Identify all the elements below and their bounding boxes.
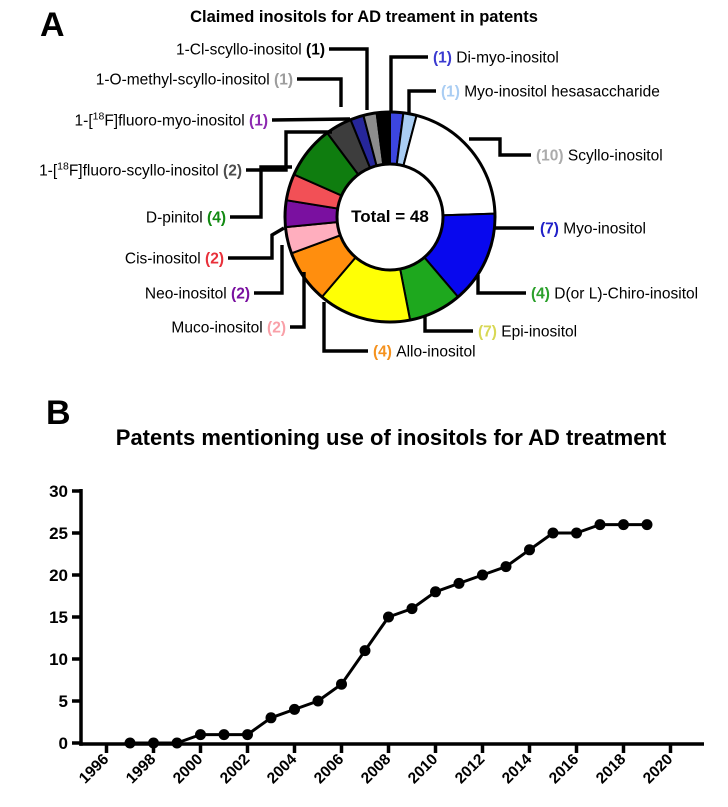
slice-connector-pinitol <box>230 165 292 219</box>
slice-connector-epi <box>423 316 473 333</box>
data-point-2010 <box>430 586 441 598</box>
slice-label-allo: (4) Allo-inositol <box>373 344 476 361</box>
slice-connector-muco <box>290 272 306 329</box>
slice-label-fluoro_myo: 1-[18F]fluoro-myo-inositol (1) <box>75 111 268 130</box>
y-tick-label: 20 <box>49 566 68 585</box>
panel-a-title: Claimed inositols for AD treament in pat… <box>190 8 538 26</box>
x-tick-label: 1998 <box>123 751 160 788</box>
data-point-2015 <box>547 527 559 539</box>
slice-connector-fluoro_scyllo <box>246 130 332 172</box>
slice-label-myo: (7) Myo-inositol <box>540 221 646 238</box>
x-tick-label: 1996 <box>76 751 113 788</box>
slice-label-muco: Muco-inositol (2) <box>171 320 286 337</box>
donut-inner-circle <box>335 162 445 272</box>
y-tick-label: 30 <box>49 482 68 501</box>
y-tick-label: 5 <box>59 692 68 711</box>
slice-label-chiro: (4) D(or L)-Chiro-inositol <box>531 286 698 303</box>
x-tick-label: 2014 <box>499 751 536 788</box>
x-tick-label: 2010 <box>405 751 441 787</box>
data-point-2005 <box>312 695 324 707</box>
trend-line <box>130 523 647 745</box>
data-point-2002 <box>242 729 253 741</box>
data-point-1997 <box>124 737 136 749</box>
y-tick-label: 25 <box>49 524 68 543</box>
y-tick-label: 0 <box>59 734 68 753</box>
x-tick-label: 2020 <box>640 751 676 787</box>
x-tick-label: 2018 <box>593 751 630 788</box>
panel-b-letter: B <box>46 394 71 432</box>
x-tick-label: 2006 <box>311 751 348 788</box>
slice-connector-chiro <box>476 275 526 295</box>
data-point-2017 <box>594 519 606 531</box>
slice-label-scyllo: (10) Scyllo-inositol <box>536 148 663 165</box>
data-point-2004 <box>289 703 300 715</box>
data-point-2008 <box>383 611 394 623</box>
data-point-2011 <box>453 577 465 589</box>
slice-connector-fluoro_myo <box>271 117 351 122</box>
slice-label-fluoro_scyllo: 1-[18F]fluoro-scyllo-inositol (2) <box>39 161 242 180</box>
slice-connector-cis <box>228 226 285 260</box>
slice-label-neo: Neo-inositol (2) <box>145 286 250 303</box>
data-point-2000 <box>195 729 206 741</box>
slice-label-pinitol: D-pinitol (4) <box>146 210 226 227</box>
donut-outer-ring <box>283 110 497 324</box>
slice-label-cis: Cis-inositol (2) <box>125 251 224 268</box>
x-tick-label: 2002 <box>217 751 253 787</box>
data-point-2001 <box>218 729 230 741</box>
slice-connector-allo <box>322 302 368 353</box>
data-point-2013 <box>500 561 512 573</box>
data-point-2006 <box>336 678 347 690</box>
slice-connector-neo <box>254 245 284 295</box>
x-tick-label: 2008 <box>358 751 395 788</box>
data-point-1998 <box>148 737 159 749</box>
donut-chart-svg: (1) Di-myo-inositol (1) Myo-inositol hesa… <box>39 42 698 361</box>
data-point-2014 <box>524 544 535 556</box>
slice-connector-hexasaccharide <box>407 89 436 114</box>
slice-label-epi: (7) Epi-inositol <box>478 324 577 341</box>
slice-label-cl_scyllo: 1-Cl-scyllo-inositol (1) <box>176 42 325 59</box>
donut-center-label: Total = 48 <box>351 207 429 226</box>
panel-b-title: Patents mentioning use of inositols for … <box>115 425 667 450</box>
x-tick-label: 2004 <box>264 751 301 788</box>
slice-label-di_myo: (1) Di-myo-inositol <box>433 50 559 67</box>
y-tick-label: 10 <box>49 650 68 669</box>
y-tick-label: 15 <box>49 608 68 627</box>
slice-connector-cl_scyllo <box>329 47 369 110</box>
data-point-2016 <box>571 527 582 539</box>
data-point-2003 <box>265 712 277 724</box>
x-tick-label: 2000 <box>170 751 206 787</box>
line-chart-svg: 0 5 10 15 20 25 30 1996 1998 2000 2002 2004 2006 2008… <box>49 482 704 788</box>
x-tick-label: 2016 <box>546 751 583 788</box>
data-point-2009 <box>406 603 418 615</box>
data-point-2007 <box>359 645 371 657</box>
x-tick-label: 2012 <box>452 751 488 787</box>
slice-label-hexasaccharide: (1) Myo-inositol hesasaccharide <box>441 84 660 101</box>
data-point-2018 <box>618 519 629 531</box>
panel-a-letter: A <box>40 6 65 44</box>
slice-connector-di_myo <box>389 55 428 111</box>
slice-connector-methyl_scyllo <box>297 77 343 107</box>
data-point-2012 <box>477 569 488 581</box>
data-point-2019 <box>641 519 653 531</box>
slice-label-methyl_scyllo: 1-O-methyl-scyllo-inositol (1) <box>96 72 293 89</box>
slice-connector-scyllo <box>469 137 531 157</box>
data-point-1999 <box>171 737 183 749</box>
